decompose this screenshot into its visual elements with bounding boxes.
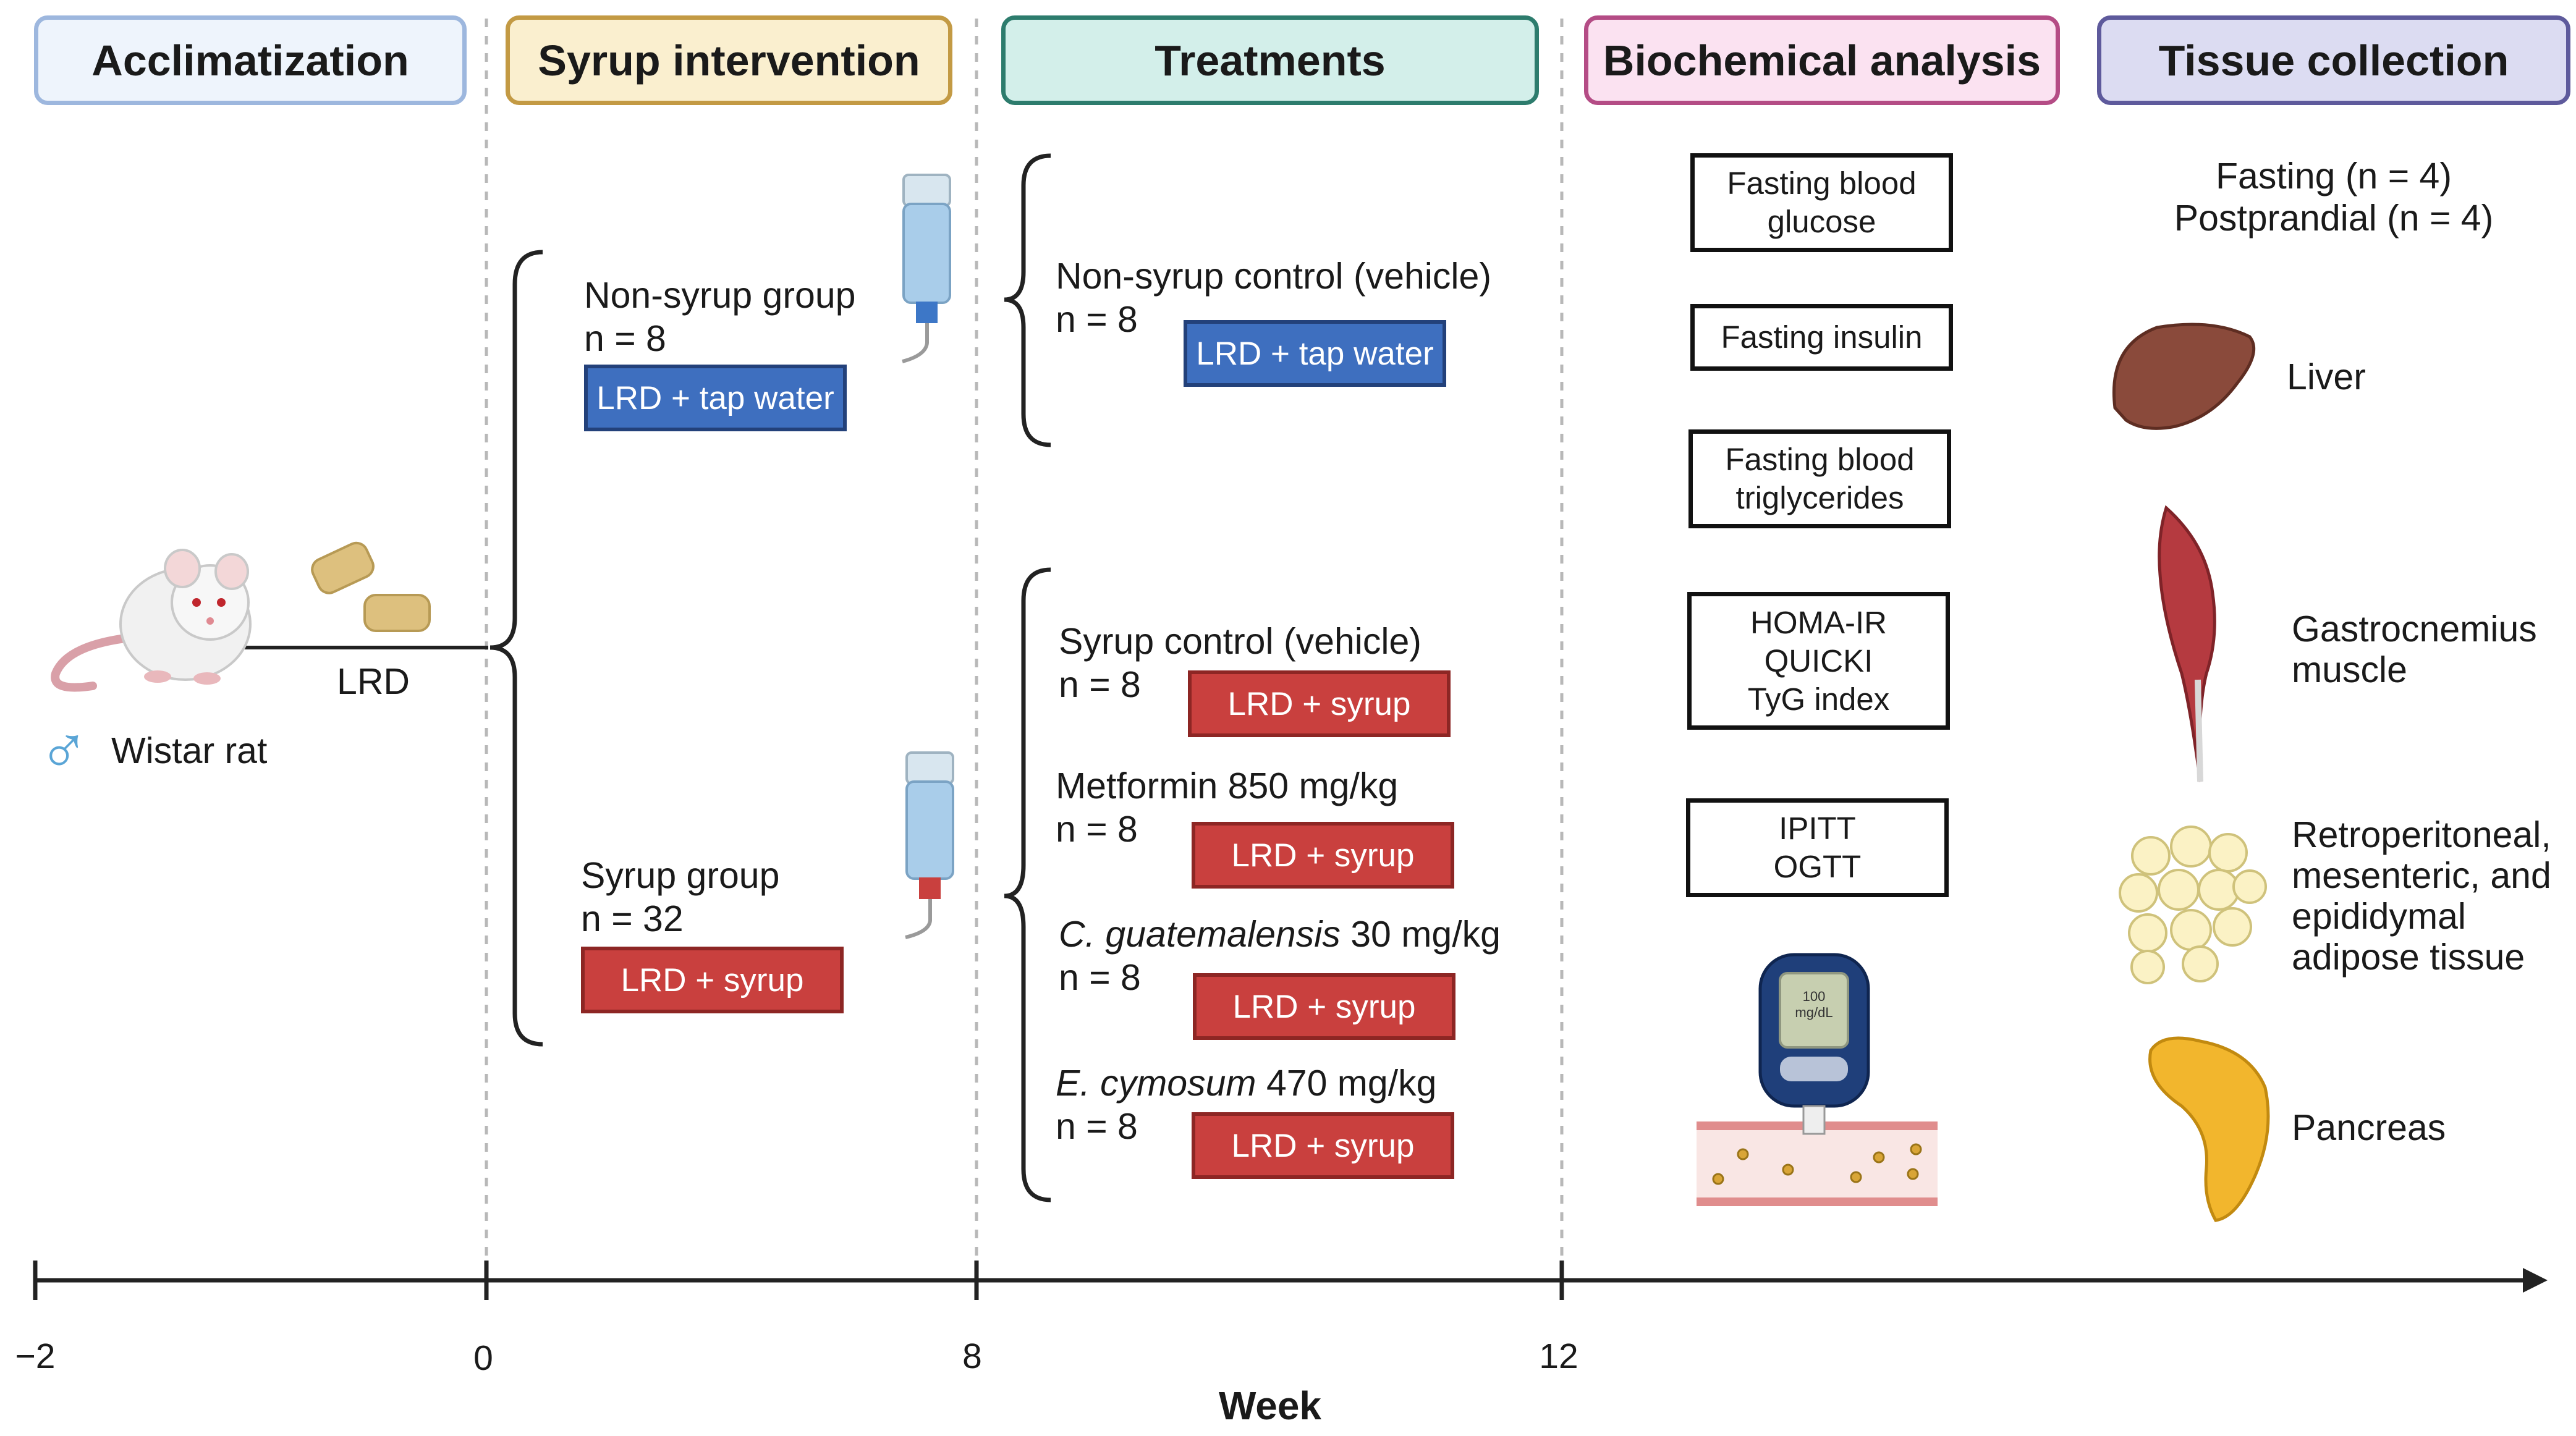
- syrup-group-title: Syrup group: [581, 855, 780, 896]
- water-bottle-icon: [902, 174, 951, 363]
- e-cymosum-title: E. cymosum 470 mg/kg: [1056, 1062, 1436, 1105]
- tissue-label-liver: Liver: [2287, 357, 2366, 397]
- tissue-label-adipose: Retroperitoneal, mesenteric, and epididy…: [2292, 814, 2551, 978]
- diet-label: LRD: [337, 661, 410, 702]
- treatment-brace-lower: [1004, 567, 1051, 1202]
- non-syrup-control-title: Non-syrup control (vehicle): [1056, 256, 1491, 297]
- metformin-pill: LRD + syrup: [1192, 822, 1454, 889]
- axis-title-week: Week: [1218, 1383, 1322, 1428]
- e-cymosum-species: E. cymosum: [1056, 1063, 1256, 1104]
- c-guatemalensis-dose: 30 mg/kg: [1340, 914, 1501, 955]
- intervention-brace: [489, 250, 543, 1047]
- c-guatemalensis-title: C. guatemalensis 30 mg/kg: [1059, 913, 1501, 956]
- tick-label-week-0: 0: [473, 1338, 493, 1378]
- animal-label: Wistar rat: [111, 730, 268, 771]
- non-syrup-group-pill: LRD + tap water: [584, 365, 847, 431]
- syrup-group-pill: LRD + syrup: [581, 947, 844, 1013]
- treatment-brace-upper: [1004, 153, 1051, 447]
- bio-box-tolerance-tests: IPITT OGTT: [1686, 798, 1949, 897]
- glucometer-icon: [1758, 953, 1870, 1135]
- tick-label-week-8: 8: [962, 1337, 982, 1376]
- tissue-label-pancreas: Pancreas: [2292, 1107, 2446, 1148]
- food-pellet-icon: [311, 541, 431, 632]
- non-syrup-control-n: n = 8: [1056, 299, 1138, 340]
- male-symbol-icon: ♂: [38, 712, 90, 788]
- phase-header-syrup-intervention: Syrup intervention: [506, 15, 952, 105]
- syrup-bottle-icon: [905, 751, 954, 939]
- bio-box-fasting-glucose: Fasting blood glucose: [1690, 153, 1953, 252]
- e-cymosum-dose: 470 mg/kg: [1256, 1063, 1437, 1104]
- bio-box-insulin-indices: HOMA-IR QUICKI TyG index: [1687, 592, 1950, 730]
- e-cymosum-n: n = 8: [1056, 1106, 1138, 1147]
- adipose-icon: [2119, 826, 2267, 984]
- tick-label-week-12: 12: [1539, 1337, 1578, 1376]
- rat-icon: [51, 549, 252, 692]
- pancreas-icon: [2148, 1036, 2270, 1222]
- non-syrup-group-n: n = 8: [584, 318, 666, 359]
- syrup-control-n: n = 8: [1059, 664, 1141, 705]
- syrup-control-title: Syrup control (vehicle): [1059, 621, 1421, 662]
- metformin-n: n = 8: [1056, 809, 1138, 850]
- syrup-group-n: n = 32: [581, 898, 684, 939]
- non-syrup-control-pill: LRD + tap water: [1184, 320, 1446, 387]
- e-cymosum-pill: LRD + syrup: [1192, 1112, 1454, 1179]
- liver-icon: [2112, 323, 2256, 430]
- non-syrup-group-title: Non-syrup group: [584, 275, 856, 316]
- glucometer-reading: 100 mg/dL: [1795, 989, 1833, 1020]
- phase-header-acclimatization: Acclimatization: [34, 15, 467, 105]
- timeline-axis: [33, 1261, 2548, 1300]
- muscle-icon: [2158, 505, 2216, 782]
- tissue-label-muscle: Gastrocnemius muscle: [2292, 609, 2537, 690]
- tissue-header-postprandial: Postprandial (n = 4): [2174, 198, 2494, 239]
- bio-box-fasting-insulin: Fasting insulin: [1690, 304, 1953, 371]
- tick-label-week-minus2: −2: [15, 1337, 56, 1376]
- syrup-control-pill: LRD + syrup: [1188, 670, 1451, 737]
- c-guatemalensis-species: C. guatemalensis: [1059, 914, 1341, 955]
- phase-header-biochemical: Biochemical analysis: [1584, 15, 2060, 105]
- phase-header-tissue: Tissue collection: [2097, 15, 2570, 105]
- c-guatemalensis-n: n = 8: [1059, 957, 1141, 998]
- tissue-header-fasting: Fasting (n = 4): [2215, 156, 2452, 196]
- phase-header-treatments: Treatments: [1001, 15, 1539, 105]
- c-guatemalensis-pill: LRD + syrup: [1193, 973, 1455, 1040]
- metformin-title: Metformin 850 mg/kg: [1056, 766, 1399, 806]
- bio-box-triglycerides: Fasting blood triglycerides: [1688, 429, 1951, 528]
